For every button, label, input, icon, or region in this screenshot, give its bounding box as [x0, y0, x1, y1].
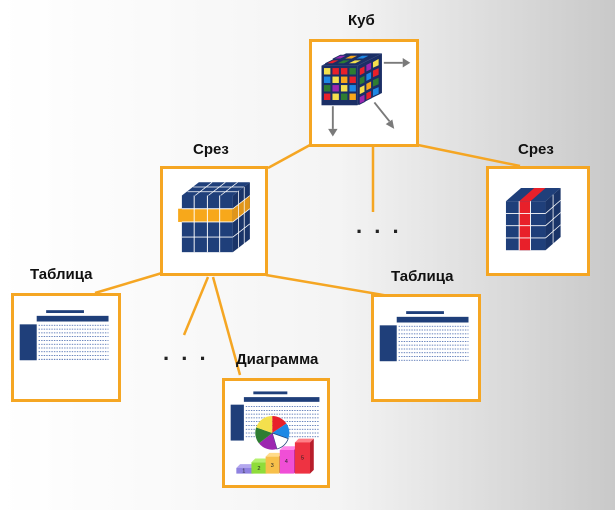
connector-slice-table-left — [94, 271, 163, 295]
pie-chart-icon — [255, 415, 290, 450]
diagram-node[interactable]: 1 2 3 4 5 — [222, 378, 330, 488]
table-right-node[interactable] — [371, 294, 481, 402]
slice-left-node[interactable] — [160, 166, 268, 276]
diagram-label: Диаграмма — [236, 351, 319, 368]
bar-labels: 1 2 3 4 5 — [242, 455, 304, 474]
bar-label-2: 2 — [257, 466, 260, 472]
connectors — [94, 143, 521, 376]
slice-left-label: Срез — [193, 141, 229, 158]
ellipsis-mid: . . . — [356, 213, 402, 238]
bar-label-4: 4 — [285, 459, 288, 465]
cube-slice-horizontal-icon — [178, 181, 251, 253]
rubik-cube-icon — [321, 53, 411, 137]
connector-slice-ellipsis — [182, 276, 210, 336]
connector-slice-table-right — [265, 273, 396, 299]
bar-label-3: 3 — [271, 463, 274, 469]
connector-slice-diagram — [211, 276, 242, 376]
cube-node[interactable] — [309, 39, 419, 147]
axis-arrows-icon — [328, 58, 411, 137]
bar-label-5: 5 — [301, 455, 304, 461]
bar-chart-icon — [236, 438, 314, 474]
table-icon — [379, 311, 469, 362]
slice-right-label: Срез — [518, 141, 554, 158]
slice-right-node[interactable] — [486, 166, 590, 276]
table-left-label: Таблица — [30, 266, 93, 283]
bar-label-1: 1 — [242, 469, 245, 475]
connector-cube-slice-left — [267, 143, 311, 170]
connector-cube-slice-right — [417, 143, 521, 168]
table-icon — [19, 310, 109, 361]
chart-report-icon: 1 2 3 4 5 — [230, 391, 320, 475]
ellipsis-bottom: . . . — [163, 340, 209, 365]
cube-label: Куб — [348, 12, 375, 29]
table-left-node[interactable] — [11, 293, 121, 402]
cube-slice-vertical-icon — [505, 188, 561, 251]
table-right-label: Таблица — [391, 268, 454, 285]
